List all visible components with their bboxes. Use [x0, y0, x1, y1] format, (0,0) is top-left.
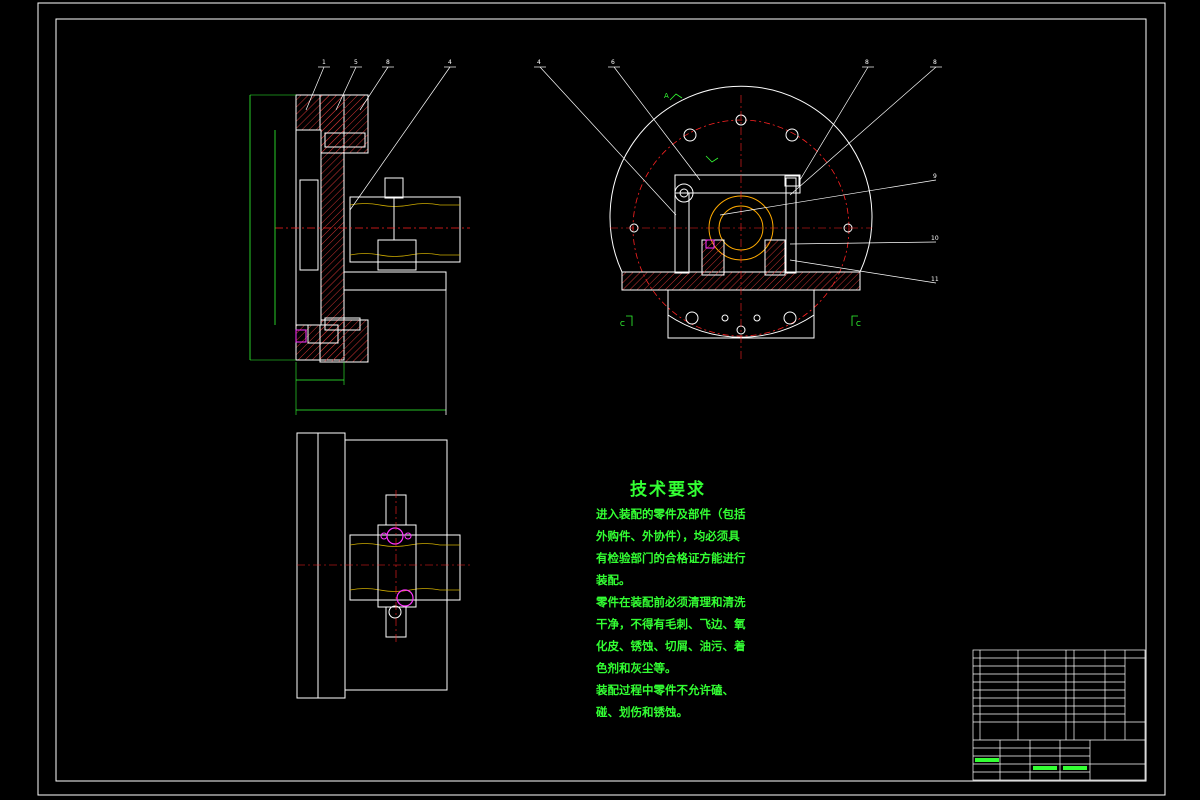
tech-requirements-title: 技术要求: [630, 480, 706, 500]
front-balloon-5: 9: [933, 173, 937, 180]
plan-view: [296, 432, 470, 699]
tech-requirements-line: 碰、划伤和锈蚀。: [596, 705, 688, 719]
side-balloon-2: 5: [354, 59, 358, 66]
tech-requirements-line: 有检验部门的合格证方能进行: [596, 551, 746, 565]
tech-requirements-line: 化皮、锈蚀、切屑、油污、着: [596, 639, 746, 653]
section-label-a: A: [664, 92, 669, 100]
tech-requirements-line: 进入装配的零件及部件（包括: [596, 507, 746, 521]
tech-requirements-line: 零件在装配前必须清理和清洗: [596, 595, 746, 609]
tech-requirements-line: 干净，不得有毛刺、飞边、氧: [596, 617, 746, 631]
front-balloon-2: 6: [611, 59, 615, 66]
tech-requirements-line: 装配过程中零件不允许磕、: [596, 683, 734, 697]
inner-border: [55, 18, 1147, 782]
tech-requirements-line: 装配。: [596, 573, 631, 587]
front-balloon-1: 4: [537, 59, 541, 66]
title-block-fill: [975, 758, 1087, 770]
front-view: [534, 66, 942, 360]
tech-requirements-line: 色剂和灰尘等。: [596, 661, 677, 675]
side-balloon-3: 8: [386, 59, 390, 66]
section-label-c-left: C: [620, 320, 625, 328]
outer-border: [37, 2, 1166, 796]
side-balloon-4: 4: [448, 59, 452, 66]
front-balloon-4: 8: [933, 59, 937, 66]
front-balloon-3: 8: [865, 59, 869, 66]
side-section-view: [249, 66, 470, 415]
title-block: [972, 649, 1146, 781]
section-label-c-right: C: [856, 320, 861, 328]
tech-requirements-line: 外购件、外协件），均必须具: [596, 529, 740, 543]
front-balloon-7: 11: [931, 276, 939, 283]
side-balloon-1: 1: [322, 59, 326, 66]
front-balloon-6: 10: [931, 235, 939, 242]
